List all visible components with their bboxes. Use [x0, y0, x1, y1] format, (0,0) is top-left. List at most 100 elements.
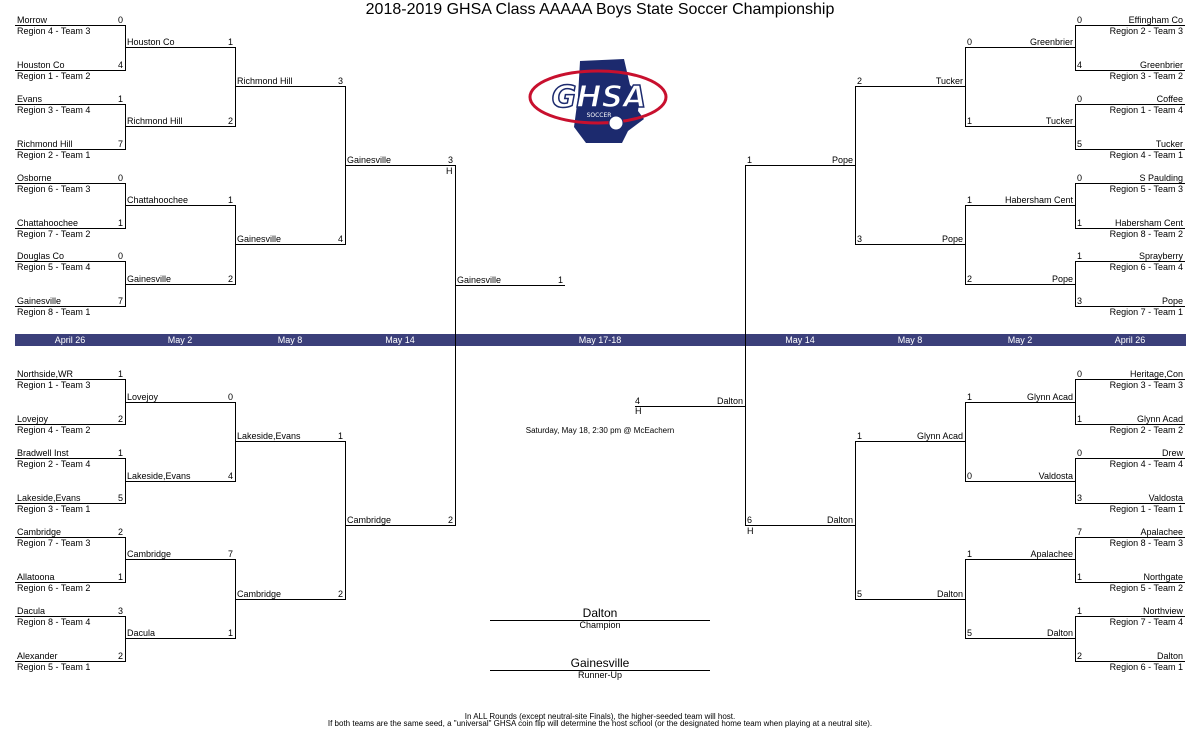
page-title: 2018-2019 GHSA Class AAAAA Boys State So…	[365, 1, 835, 18]
team-seed: Region 7 - Team 3	[17, 538, 91, 548]
team-score: 1	[967, 195, 973, 205]
team-name: Drew	[1161, 448, 1183, 458]
host-marker: H	[446, 166, 453, 176]
team-seed: Region 5 - Team 2	[1109, 583, 1183, 593]
r1-left-line	[15, 25, 125, 26]
bracket-connector	[745, 165, 746, 526]
team-name: Richmond Hill	[127, 116, 183, 126]
bracket-connector	[1075, 616, 1076, 662]
bracket-connector	[965, 47, 966, 127]
team-name: Cambridge	[237, 589, 282, 599]
team-seed: Region 8 - Team 1	[17, 307, 91, 317]
team-name: Alexander	[17, 651, 58, 661]
r1-right-line	[1075, 183, 1185, 184]
team-name: Dalton	[1156, 651, 1183, 661]
team-score: 7	[227, 549, 233, 559]
team-score: 1	[227, 37, 233, 47]
team-name: Northside,WR	[17, 369, 74, 379]
team-score: 4	[337, 234, 343, 244]
team-score: 1	[857, 431, 863, 441]
r1-right-line	[1075, 503, 1185, 504]
r1-right-line	[1075, 228, 1185, 229]
round-dates-band	[15, 334, 1186, 346]
team-name: Evans	[17, 94, 43, 104]
team-seed: Region 7 - Team 4	[1109, 617, 1183, 627]
team-name: Pope	[1051, 274, 1073, 284]
team-name: Northview	[1142, 606, 1183, 616]
bracket-connector	[965, 559, 966, 639]
team-name: Dalton	[826, 515, 853, 525]
team-score: 1	[1077, 414, 1083, 424]
team-score: 0	[967, 37, 973, 47]
r1-left-line	[15, 149, 125, 150]
r3-left-line	[235, 599, 345, 600]
runnerup-line	[490, 670, 710, 671]
team-name: Apalachee	[1030, 549, 1073, 559]
team-name: Allatoona	[17, 572, 55, 582]
r2-left-line	[125, 638, 235, 639]
r1-right-line	[1075, 424, 1185, 425]
team-score: 3	[117, 606, 123, 616]
team-score: 2	[967, 274, 973, 284]
bracket-connector	[235, 47, 236, 127]
team-name: Richmond Hill	[237, 76, 293, 86]
r2-left-line	[125, 47, 235, 48]
round-date: May 14	[385, 335, 415, 345]
team-name: Glynn Acad	[1026, 392, 1073, 402]
bracket-connector	[455, 165, 456, 526]
team-name: Gainesville	[17, 296, 62, 306]
team-score: 1	[1077, 251, 1083, 261]
r4-left-line	[345, 525, 455, 526]
team-score: 3	[1077, 296, 1083, 306]
team-seed: Region 7 - Team 1	[1109, 307, 1183, 317]
team-score: 0	[1077, 94, 1083, 104]
r1-right-line	[1075, 149, 1185, 150]
bracket-connector	[125, 537, 126, 583]
team-name: Gainesville	[457, 275, 502, 285]
r3-right-line	[855, 244, 965, 245]
team-seed: Region 2 - Team 3	[1109, 26, 1183, 36]
team-score: 2	[117, 651, 123, 661]
team-name: Sprayberry	[1138, 251, 1183, 261]
bracket-connector	[125, 616, 126, 662]
team-name: Glynn Acad	[916, 431, 963, 441]
team-score: 1	[1077, 606, 1083, 616]
team-score: 2	[337, 589, 343, 599]
bracket-connector	[965, 205, 966, 285]
team-seed: Region 6 - Team 2	[17, 583, 91, 593]
r2-left-line	[125, 481, 235, 482]
team-name: Glynn Acad	[1136, 414, 1183, 424]
r1-right-line	[1075, 25, 1185, 26]
final-right-line	[635, 406, 745, 407]
team-score: 2	[857, 76, 863, 86]
team-score: 0	[227, 392, 233, 402]
team-seed: Region 4 - Team 1	[1109, 150, 1183, 160]
team-name: Lakeside,Evans	[127, 471, 191, 481]
r1-right-line	[1075, 537, 1185, 538]
team-name: Cambridge	[347, 515, 392, 525]
r1-left-line	[15, 70, 125, 71]
r1-right-line	[1075, 661, 1185, 662]
r1-right-line	[1075, 104, 1185, 105]
champion-label: Champion	[579, 620, 621, 630]
bracket-connector	[235, 402, 236, 482]
bracket-connector	[1075, 537, 1076, 583]
team-score: 0	[1077, 448, 1083, 458]
r2-left-line	[125, 402, 235, 403]
r2-right-line	[965, 402, 1075, 403]
team-score: 0	[1077, 173, 1083, 183]
team-score: 2	[1077, 651, 1083, 661]
bracket-connector	[1075, 261, 1076, 307]
bracket-connector	[1075, 104, 1076, 150]
r2-right-line	[965, 638, 1075, 639]
team-seed: Region 4 - Team 3	[17, 26, 91, 36]
r1-left-line	[15, 458, 125, 459]
r2-right-line	[965, 205, 1075, 206]
team-score: 1	[117, 448, 123, 458]
team-name: Richmond Hill	[17, 139, 73, 149]
team-score: 3	[337, 76, 343, 86]
r1-right-line	[1075, 458, 1185, 459]
round-date: May 17-18	[578, 335, 622, 345]
team-seed: Region 2 - Team 1	[17, 150, 91, 160]
